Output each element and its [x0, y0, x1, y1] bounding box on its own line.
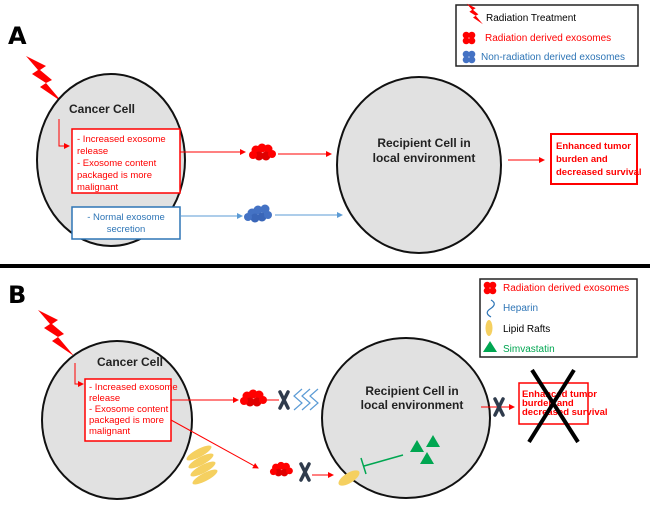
cancer-cell-a-red-box: - Increased exosome release - Exosome co…: [71, 128, 181, 194]
lipid-raft-icon: [485, 320, 493, 336]
arrow-red-b-2: [170, 419, 259, 469]
legend-simvastatin: Simvastatin: [503, 344, 555, 355]
svg-text:release: release: [89, 393, 120, 404]
svg-text:- Increased exosome: - Increased exosome: [89, 382, 178, 393]
svg-text:- Exosome content: - Exosome content: [77, 158, 157, 169]
svg-text:malignant: malignant: [89, 426, 131, 437]
svg-text:secretion: secretion: [107, 224, 146, 235]
legend-radiation-exosomes: Radiation derived exosomes: [485, 33, 611, 44]
recipient-cell-b: [321, 337, 491, 499]
red-exosome-cluster-a: [249, 143, 276, 161]
cross-out-icon: [527, 368, 580, 444]
block-x-icon: [278, 390, 290, 410]
heparin-icon: [486, 299, 495, 318]
panel-b-label: B: [8, 281, 26, 309]
radiation-arrow-a: [58, 119, 70, 149]
svg-text:- Increased exosome: - Increased exosome: [77, 134, 166, 145]
panel-a-label: A: [8, 22, 27, 50]
outcome-box-a: Enhanced tumor burden and decreased surv…: [550, 133, 642, 185]
red-exosome-cluster-b-1: [240, 389, 267, 407]
blue-exosome-cluster-a: [244, 204, 272, 223]
radiation-bolt-a: [26, 56, 62, 102]
svg-text:- Exosome content: - Exosome content: [89, 404, 169, 415]
red-exosome-icon: [483, 281, 497, 295]
legend-radiation-exosomes-b: Radiation derived exosomes: [503, 283, 629, 294]
lipid-raft-recipient: [338, 470, 360, 486]
svg-text:malignant: malignant: [77, 182, 119, 193]
svg-text:decreased survival: decreased survival: [522, 407, 608, 418]
svg-text:- Normal exosome: - Normal exosome: [87, 212, 165, 223]
recipient-cell-a-title-2: local environment: [373, 151, 476, 165]
heparin-waves: [293, 388, 319, 411]
svg-text:decreased survival: decreased survival: [556, 167, 642, 178]
legend-heparin: Heparin: [503, 303, 538, 314]
simvastatin-icon: [483, 341, 497, 352]
legend-lipid-rafts: Lipid Rafts: [503, 324, 550, 335]
red-exosome-icon: [462, 31, 476, 45]
recipient-cell-b-title-2: local environment: [361, 398, 464, 412]
panel-divider: [0, 264, 650, 268]
cancer-cell-b-title: Cancer Cell: [97, 355, 163, 369]
legend-radiation-treatment: Radiation Treatment: [486, 13, 576, 24]
svg-text:burden and: burden and: [556, 154, 608, 165]
svg-text:burden and: burden and: [522, 398, 574, 409]
simvastatin-inhibition: [360, 454, 404, 475]
cancer-cell-a-blue-box: - Normal exosome secretion: [71, 206, 181, 240]
panel-b-legend: Radiation derived exosomes Heparin Lipid…: [479, 278, 638, 358]
simvastatin-triangles: [410, 435, 440, 464]
svg-text:release: release: [77, 146, 108, 157]
panel-a-legend: Radiation Treatment Radiation derived ex…: [455, 3, 639, 67]
cancer-cell-a-title: Cancer Cell: [69, 102, 135, 116]
svg-text:packaged is more: packaged is more: [77, 170, 152, 181]
radiation-bolt-b: [38, 310, 74, 356]
legend-non-radiation-exosomes: Non-radiation derived exosomes: [481, 52, 625, 63]
svg-text:Enhanced tumor: Enhanced tumor: [556, 141, 631, 152]
red-exosome-cluster-b-2: [269, 461, 293, 477]
svg-text:packaged is more: packaged is more: [89, 415, 164, 426]
blue-exosome-icon: [462, 50, 476, 64]
recipient-cell-a: [336, 76, 502, 254]
radiation-arrow-b: [74, 363, 84, 387]
block-x-icon: [299, 462, 311, 482]
recipient-cell-a-title-1: Recipient Cell in: [377, 136, 470, 150]
cancer-cell-b-red-box: - Increased exosome release - Exosome co…: [84, 378, 178, 442]
recipient-cell-b-title-1: Recipient Cell in: [365, 384, 458, 398]
lipid-rafts-cancer-cell: [186, 445, 218, 485]
